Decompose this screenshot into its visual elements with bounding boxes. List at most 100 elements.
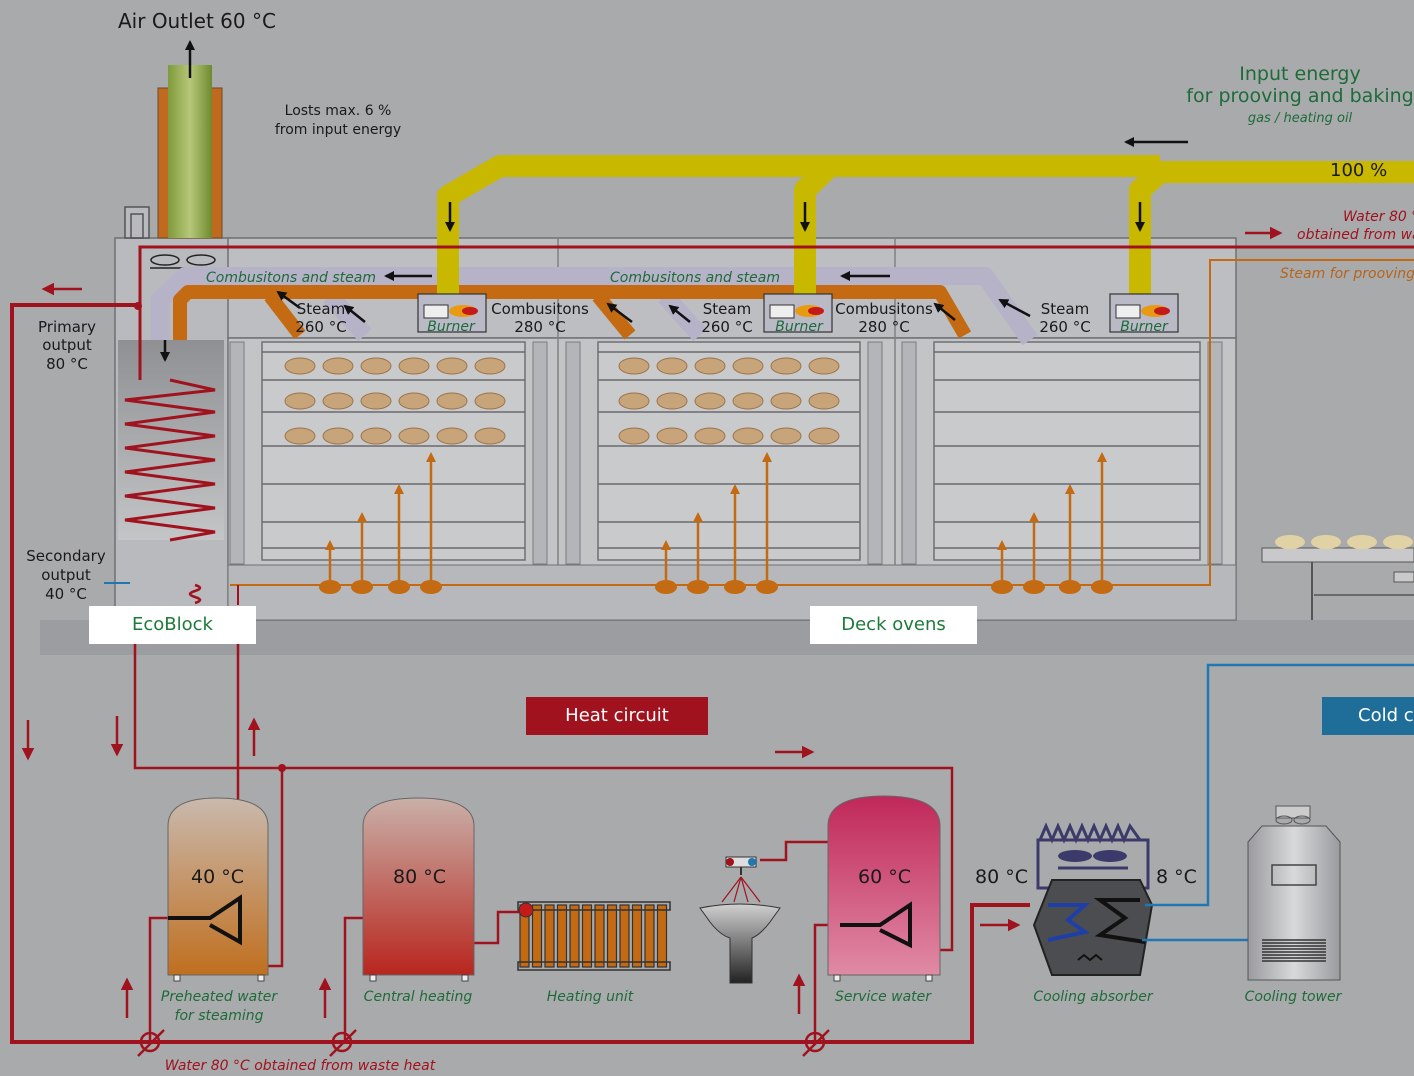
oven-chamber-2 bbox=[598, 342, 860, 560]
combustion-steam-label-1: Combusitons and steam bbox=[206, 269, 376, 288]
bread-loaf bbox=[399, 358, 429, 374]
steam-valve bbox=[388, 580, 410, 594]
cold-circuit-label: Cold c bbox=[1322, 697, 1414, 735]
oven-frame bbox=[230, 342, 244, 564]
preheated-water-line1: Preheated water bbox=[161, 988, 277, 1007]
bread-loaf bbox=[657, 428, 687, 444]
bread-loaf bbox=[475, 393, 505, 409]
radiator-valve bbox=[519, 903, 533, 917]
bread-loaf bbox=[361, 358, 391, 374]
steam-valve bbox=[319, 580, 341, 594]
steam-for-prooving-label: Steam for prooving bbox=[1280, 265, 1414, 284]
bread-loaf bbox=[809, 428, 839, 444]
steam-valve bbox=[756, 580, 778, 594]
bread-loaf bbox=[695, 393, 725, 409]
bread-loaf bbox=[323, 393, 353, 409]
steam-valve bbox=[687, 580, 709, 594]
radiator-fin bbox=[633, 905, 642, 967]
radiator-fin bbox=[658, 905, 667, 967]
secondary-output-line2: output bbox=[41, 566, 90, 585]
oven-frame bbox=[533, 342, 547, 564]
primary-output-line3: 80 °C bbox=[46, 355, 88, 374]
radiator-fin bbox=[545, 905, 554, 967]
bread-loaf bbox=[475, 428, 505, 444]
steam-valve bbox=[724, 580, 746, 594]
central-heating-label: Central heating bbox=[364, 988, 473, 1007]
bread-loaf bbox=[771, 428, 801, 444]
steam-valve bbox=[351, 580, 373, 594]
bread-loaf bbox=[619, 428, 649, 444]
oven-frame bbox=[868, 342, 882, 564]
combustion-steam-label-2: Combusitons and steam bbox=[610, 269, 780, 288]
oven-frame bbox=[566, 342, 580, 564]
water-bottom-label: Water 80 °C obtained from waste heat bbox=[165, 1057, 435, 1076]
bread-loaf bbox=[619, 393, 649, 409]
tank-preheated bbox=[168, 798, 268, 981]
radiator-fin bbox=[645, 905, 654, 967]
oven-frame bbox=[902, 342, 916, 564]
steam-valve bbox=[1091, 580, 1113, 594]
radiator-fin bbox=[595, 905, 604, 967]
bread-loaf bbox=[809, 393, 839, 409]
bread-loaf bbox=[771, 358, 801, 374]
losses-label-line2: from input energy bbox=[275, 121, 401, 140]
bread-loaf bbox=[695, 358, 725, 374]
combustion-temp-2: 280 °C bbox=[858, 318, 909, 337]
burner-label-2: Burner bbox=[775, 318, 822, 337]
tank-central-heating bbox=[363, 798, 474, 981]
bread-loaf bbox=[361, 393, 391, 409]
bread-loaf bbox=[733, 393, 763, 409]
cooling-absorber-label: Cooling absorber bbox=[1033, 988, 1152, 1007]
steam-temp-3: 260 °C bbox=[1039, 318, 1090, 337]
water-top-line1: Water 80 ° bbox=[1343, 208, 1414, 227]
oven-decks bbox=[230, 342, 1222, 564]
steam-label-3: Steam bbox=[1041, 300, 1089, 319]
cooling-tower-icon bbox=[1248, 806, 1340, 980]
burner-label-3: Burner bbox=[1120, 318, 1167, 337]
bread-loaf bbox=[695, 428, 725, 444]
steam-valve bbox=[991, 580, 1013, 594]
steam-temp-1: 260 °C bbox=[295, 318, 346, 337]
bread-loaf bbox=[323, 428, 353, 444]
service-water-label: Service water bbox=[835, 988, 931, 1007]
conveyor bbox=[1262, 535, 1414, 620]
primary-output-line1: Primary bbox=[38, 318, 96, 337]
bread-loaf bbox=[733, 358, 763, 374]
radiator-fin bbox=[558, 905, 567, 967]
steam-valve bbox=[420, 580, 442, 594]
oven-chamber-3 bbox=[934, 342, 1200, 560]
bread-loaf bbox=[437, 358, 467, 374]
combustion-temp-1: 280 °C bbox=[514, 318, 565, 337]
tank-service-temp: 60 °C bbox=[858, 866, 911, 888]
sink-icon bbox=[700, 857, 780, 983]
oven-chamber-1 bbox=[262, 342, 525, 560]
bread-loaf bbox=[399, 428, 429, 444]
input-percent: 100 % bbox=[1330, 161, 1387, 180]
deck-ovens-label: Deck ovens bbox=[810, 606, 977, 644]
heat-circuit-label: Heat circuit bbox=[526, 697, 708, 735]
bread-loaf bbox=[285, 428, 315, 444]
burner-label-1: Burner bbox=[427, 318, 474, 337]
radiator-fin bbox=[608, 905, 617, 967]
radiator-fin bbox=[620, 905, 629, 967]
bread-loaf bbox=[733, 428, 763, 444]
tank-central-temp: 80 °C bbox=[393, 866, 446, 888]
secondary-output-line1: Secondary bbox=[26, 547, 105, 566]
absorber-outlet-temp: 8 °C bbox=[1156, 866, 1197, 888]
input-energy-fuel: gas / heating oil bbox=[1248, 109, 1352, 128]
radiator-fin bbox=[533, 905, 542, 967]
losses-label-line1: Losts max. 6 % bbox=[285, 102, 392, 121]
input-energy-subtitle: for prooving and baking bbox=[1186, 87, 1413, 106]
bread-loaf bbox=[285, 393, 315, 409]
water-top-line2: obtained from wa bbox=[1297, 226, 1414, 245]
bread-loaf bbox=[657, 358, 687, 374]
input-energy-title: Input energy bbox=[1239, 65, 1360, 84]
bread-loaf bbox=[437, 428, 467, 444]
absorber-inlet-temp: 80 °C bbox=[975, 866, 1028, 888]
tank-preheated-temp: 40 °C bbox=[191, 866, 244, 888]
steam-label-1: Steam bbox=[297, 300, 345, 319]
bread-loaf bbox=[657, 393, 687, 409]
combustion-label-2: Combusitons bbox=[835, 300, 933, 319]
